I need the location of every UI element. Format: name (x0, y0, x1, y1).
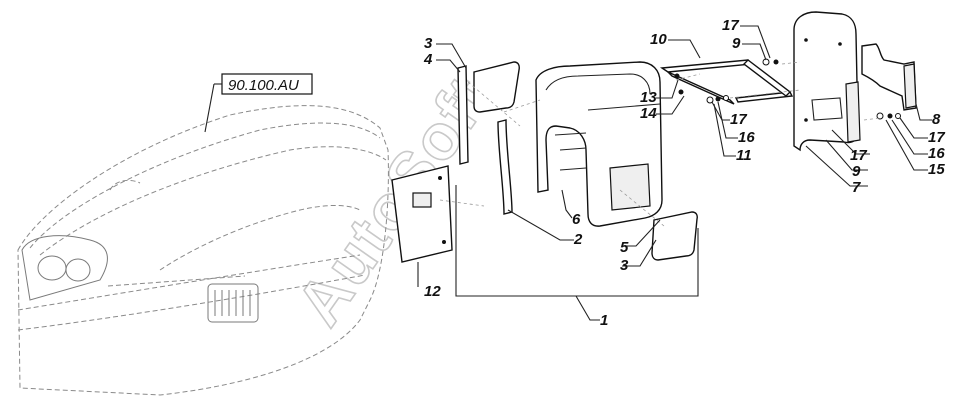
callout-3-lower: 3 (620, 257, 629, 274)
callout-13: 13 (640, 89, 657, 106)
callout-1: 1 (600, 312, 608, 329)
callout-17-right: 17 (928, 129, 945, 146)
leader-lines (436, 25, 932, 321)
callout-4-seal: 4 (423, 51, 433, 68)
callout-17-mid: 17 (730, 111, 747, 128)
callout-6: 6 (572, 211, 581, 228)
callout-2: 2 (573, 231, 583, 248)
callout-15: 15 (928, 161, 945, 178)
hood-assembly (17, 105, 389, 396)
callout-labels: 3 4 10 17 9 13 14 17 16 11 8 17 16 15 17… (423, 17, 945, 329)
assembly-guides (439, 61, 881, 227)
callout-10-frame: 10 (650, 31, 667, 48)
part-7-back-panel (793, 11, 861, 152)
callout-17-lower: 17 (850, 147, 867, 164)
callout-7: 7 (852, 179, 861, 196)
callout-5: 5 (620, 239, 629, 256)
callout-9-lower: 9 (852, 163, 861, 180)
callout-12: 12 (424, 283, 441, 300)
cab-housing (535, 61, 663, 227)
callout-16-mid: 16 (738, 129, 755, 146)
part-4-seal (457, 65, 469, 165)
callout-9-top: 9 (732, 35, 741, 52)
side-vent-grille (207, 283, 259, 323)
callout-16-right: 16 (928, 145, 945, 162)
part-12-plate (391, 165, 453, 287)
reference-code-tag: 90.100.AU (204, 73, 313, 133)
reference-code-label: 90.100.AU (228, 77, 299, 94)
part-3-glass-lower (651, 211, 698, 261)
part-10-frame (659, 59, 794, 105)
callout-3-glass: 3 (424, 35, 433, 52)
part-2-seal-strip (497, 119, 513, 215)
callout-14: 14 (640, 105, 657, 122)
part-8-bracket (861, 43, 917, 111)
callout-8: 8 (932, 111, 941, 128)
callout-17-top: 17 (722, 17, 739, 34)
part-3-glass-upper (473, 61, 520, 113)
callout-11: 11 (736, 147, 752, 164)
